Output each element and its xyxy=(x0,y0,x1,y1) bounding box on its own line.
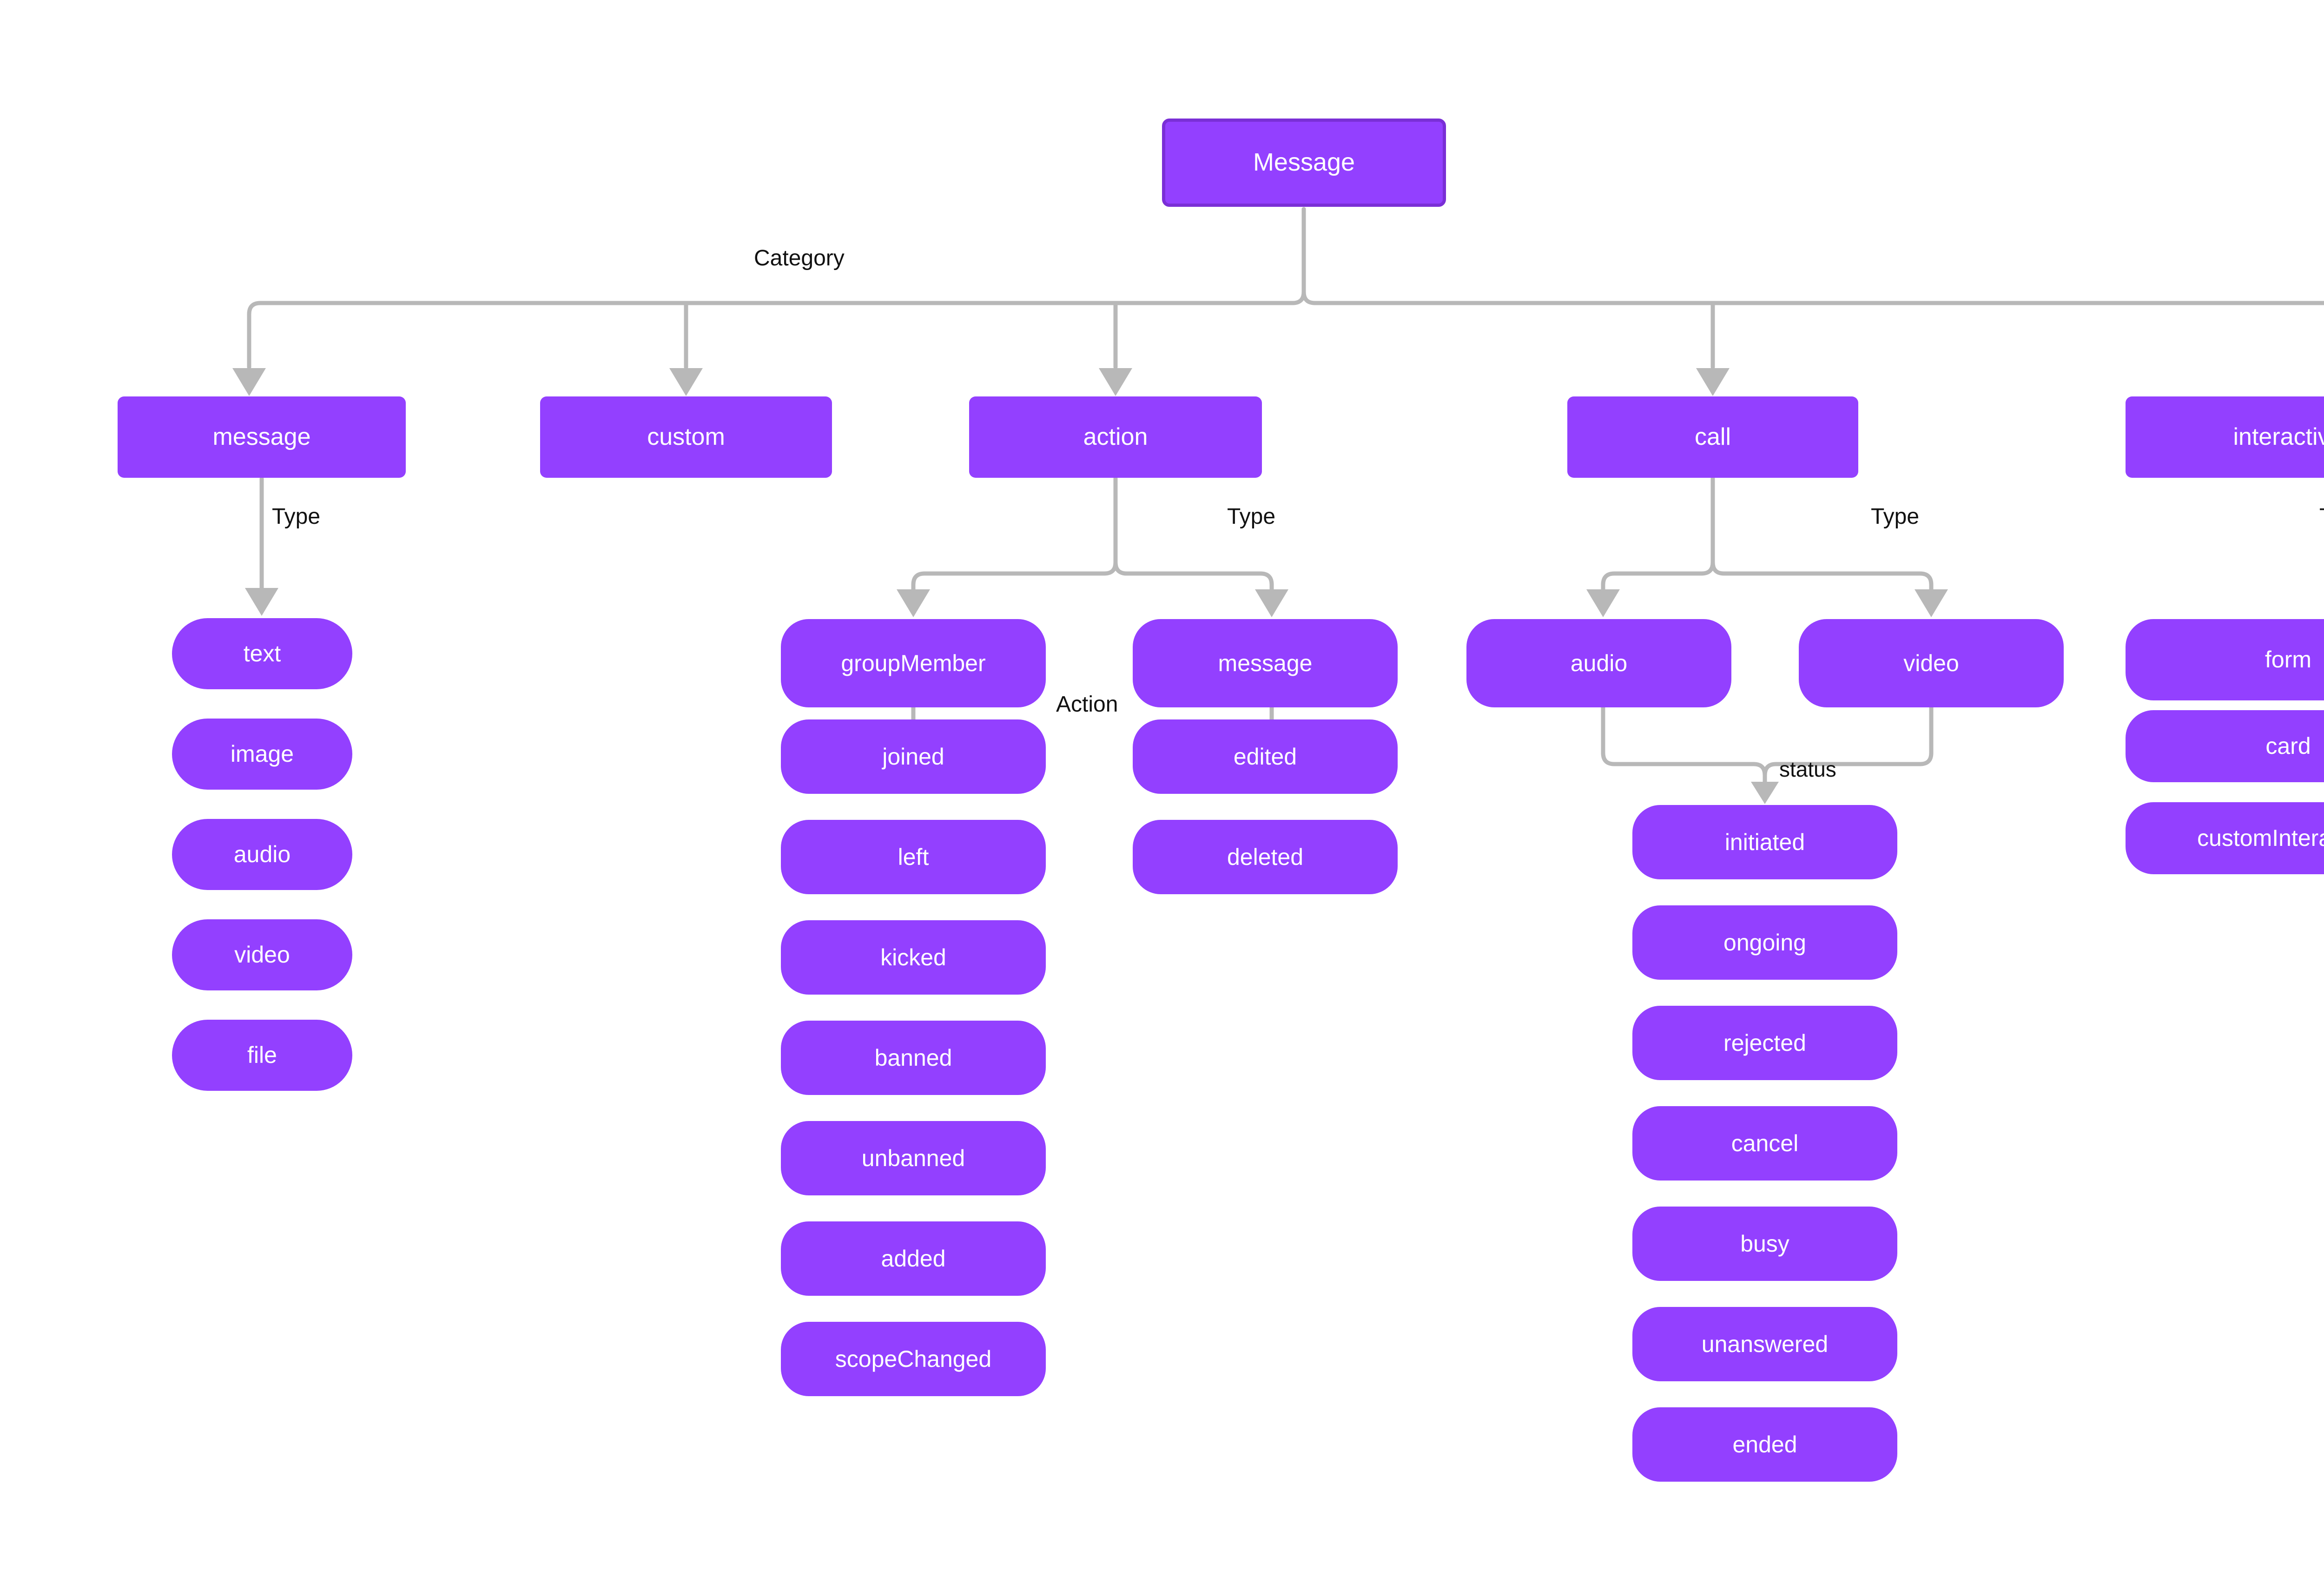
node-category-action[interactable]: action xyxy=(969,396,1262,478)
node-call-type-audio[interactable]: audio xyxy=(1466,619,1731,707)
node-label: custom xyxy=(647,423,725,450)
node-interactive-type-card[interactable]: card xyxy=(2126,710,2324,782)
node-call-status-ended[interactable]: ended xyxy=(1632,1407,1897,1482)
node-label: interactive xyxy=(2233,423,2324,450)
node-message-type-video[interactable]: video xyxy=(172,919,352,990)
node-label: busy xyxy=(1740,1230,1789,1257)
node-label: added xyxy=(881,1245,946,1272)
node-label: video xyxy=(1903,650,1959,676)
node-label: form xyxy=(2265,646,2311,673)
edge-label-status: status xyxy=(1779,757,1836,781)
edge-label-type-action: Type xyxy=(1227,504,1276,529)
node-message-action-deleted[interactable]: deleted xyxy=(1133,820,1398,894)
node-label: joined xyxy=(882,743,944,770)
edge-label-type-interactive: Type xyxy=(2319,506,2324,528)
node-category-custom[interactable]: custom xyxy=(540,396,832,478)
node-action-type-message[interactable]: message xyxy=(1133,619,1398,707)
node-call-status-cancel[interactable]: cancel xyxy=(1632,1106,1897,1181)
node-label: call xyxy=(1694,423,1731,450)
node-call-status-rejected[interactable]: rejected xyxy=(1632,1006,1897,1080)
node-groupmember-action-left[interactable]: left xyxy=(781,820,1046,894)
edge-label-category: Category xyxy=(754,246,845,270)
node-groupmember-action-banned[interactable]: banned xyxy=(781,1021,1046,1095)
node-label: message xyxy=(1218,650,1313,676)
edge-label-action: Action xyxy=(1056,692,1118,717)
node-message-type-file[interactable]: file xyxy=(172,1020,352,1091)
node-message-type-audio[interactable]: audio xyxy=(172,819,352,890)
node-action-type-groupmember[interactable]: groupMember xyxy=(781,619,1046,707)
node-label: audio xyxy=(233,841,291,867)
node-call-status-ongoing[interactable]: ongoing xyxy=(1632,905,1897,980)
node-label: groupMember xyxy=(841,650,986,676)
node-label: image xyxy=(230,741,294,767)
node-label: video xyxy=(234,942,290,968)
node-label: unanswered xyxy=(1701,1331,1829,1357)
node-label: text xyxy=(243,640,281,666)
node-label: banned xyxy=(874,1044,952,1071)
node-category-call[interactable]: call xyxy=(1567,396,1858,478)
edge-label-type-message: Type xyxy=(272,504,321,529)
node-label: edited xyxy=(1233,743,1297,770)
node-call-status-unanswered[interactable]: unanswered xyxy=(1632,1307,1897,1381)
node-groupmember-action-added[interactable]: added xyxy=(781,1221,1046,1296)
node-label: ended xyxy=(1732,1431,1797,1458)
node-call-type-video[interactable]: video xyxy=(1799,619,2064,707)
node-groupmember-action-kicked[interactable]: kicked xyxy=(781,920,1046,995)
node-label: kicked xyxy=(880,944,946,970)
node-label: left xyxy=(898,844,929,870)
node-call-status-busy[interactable]: busy xyxy=(1632,1207,1897,1281)
node-call-status-initiated[interactable]: initiated xyxy=(1632,805,1897,879)
edge-label-type-call: Type xyxy=(1871,504,1920,529)
node-message-action-edited[interactable]: edited xyxy=(1133,719,1398,794)
node-category-interactive[interactable]: interactive xyxy=(2126,396,2324,478)
node-label: file xyxy=(247,1042,277,1068)
node-message-type-text[interactable]: text xyxy=(172,618,352,689)
node-groupmember-action-scopechanged[interactable]: scopeChanged xyxy=(781,1322,1046,1396)
node-label: ongoing xyxy=(1723,929,1806,956)
node-category-message[interactable]: message xyxy=(118,396,406,478)
node-interactive-type-custominteractive[interactable]: customInteractive xyxy=(2126,802,2324,874)
node-label: Message xyxy=(1253,148,1355,177)
node-groupmember-action-unbanned[interactable]: unbanned xyxy=(781,1121,1046,1195)
node-groupmember-action-joined[interactable]: joined xyxy=(781,719,1046,794)
node-interactive-type-form[interactable]: form xyxy=(2126,619,2324,700)
node-label: unbanned xyxy=(861,1145,965,1171)
node-label: audio xyxy=(1570,650,1628,676)
node-label: customInteractive xyxy=(2197,825,2324,851)
node-label: cancel xyxy=(1731,1130,1799,1156)
node-label: scopeChanged xyxy=(835,1346,992,1372)
node-label: action xyxy=(1083,423,1148,450)
node-message-type-image[interactable]: image xyxy=(172,719,352,790)
node-label: card xyxy=(2265,733,2311,759)
node-label: rejected xyxy=(1723,1029,1806,1056)
node-message-root[interactable]: Message xyxy=(1162,119,1446,207)
node-label: message xyxy=(212,423,311,450)
node-label: initiated xyxy=(1724,829,1805,855)
node-label: deleted xyxy=(1227,844,1304,870)
